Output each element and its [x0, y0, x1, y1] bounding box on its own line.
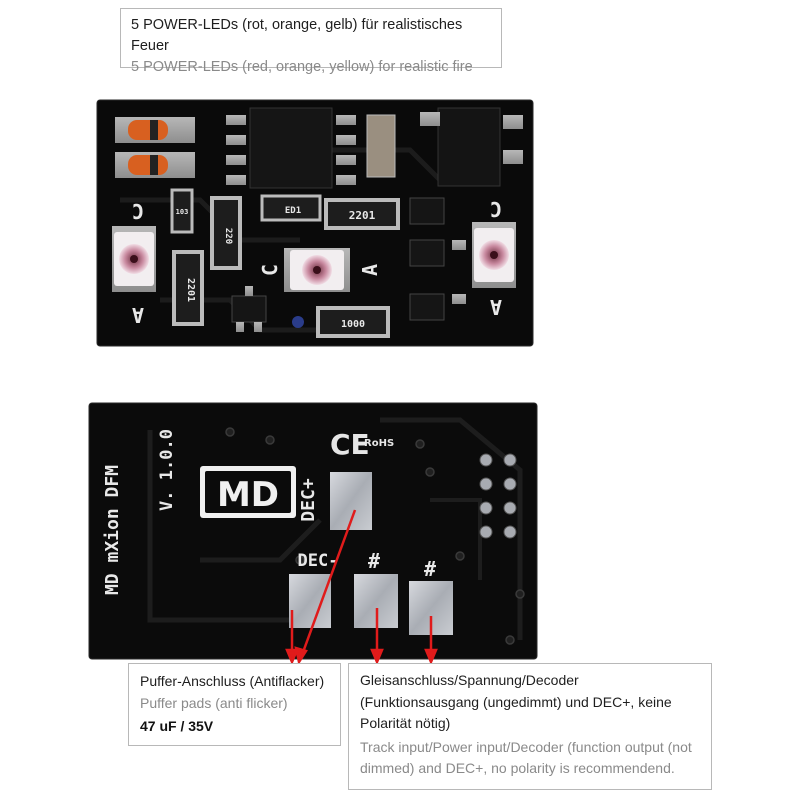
puffer-german: Puffer-Anschluss (Antiflacker) — [140, 673, 325, 689]
product-name-text: MD mXion DFM — [102, 465, 123, 595]
svg-text:MD: MD — [217, 475, 279, 515]
pcb-top-board: 103 220 ED1 2201 2201 1000 — [96, 99, 534, 347]
connector-pins — [479, 453, 517, 539]
resistor-2201-a: 2201 — [324, 198, 400, 230]
ic-chip — [226, 107, 356, 189]
pad-label-dec-minus: DEC- — [298, 551, 339, 571]
pad-label-hash-2: # — [424, 557, 436, 581]
transistor-2 — [409, 197, 466, 321]
caption-german: 5 POWER-LEDs (rot, orange, gelb) für rea… — [131, 17, 463, 54]
power-led-left — [112, 226, 156, 292]
svg-text:ED1: ED1 — [285, 206, 301, 216]
resistor-ed1: ED1 — [260, 194, 322, 222]
resistor-220: 220 — [210, 196, 242, 270]
pad-label-c1: C — [132, 199, 144, 223]
track-german: Gleisanschluss/Spannung/Decoder (Funktio… — [360, 672, 672, 731]
track-english: Track input/Power input/Decoder (functio… — [360, 738, 692, 777]
pad-dec-minus — [289, 574, 331, 628]
svg-text:2201: 2201 — [185, 278, 196, 302]
md-logo: MD — [200, 466, 296, 518]
pad-label-dec-plus: DEC+ — [298, 478, 319, 522]
diode-2 — [115, 152, 195, 178]
pad-label-a3: A — [490, 295, 502, 319]
pad-label-a2: A — [358, 264, 382, 276]
pad-label-c2: C — [258, 264, 282, 276]
transistor-1 — [231, 286, 267, 332]
diode-1 — [115, 117, 195, 143]
capacitor-value: 47 uF / 35V — [140, 718, 214, 734]
pad-label-hash-1: # — [368, 549, 380, 573]
resistor-2201-b: 2201 — [172, 250, 204, 326]
version-text: V. 1.0.0 — [157, 429, 177, 511]
voltage-regulator — [420, 107, 523, 187]
resistor-1000: 1000 — [316, 306, 390, 338]
top-caption-box: 5 POWER-LEDs (rot, orange, gelb) für rea… — [120, 8, 502, 75]
resistor-103: 103 — [170, 188, 194, 234]
power-led-right — [472, 222, 516, 288]
svg-text:1000: 1000 — [341, 319, 365, 330]
power-led-center — [284, 248, 350, 292]
pcb-bottom-board: MD MD mXion DFM V. 1.0.0 CE RoHS DEC+ DE… — [88, 402, 538, 660]
pad-label-a1: A — [132, 303, 144, 327]
svg-text:220: 220 — [223, 228, 233, 244]
caption-english: 5 POWER-LEDs (red, orange, yellow) for r… — [131, 59, 473, 75]
puffer-callout-box: Puffer-Anschluss (Antiflacker) Puffer pa… — [128, 663, 341, 746]
rohs-mark: RoHS — [364, 438, 394, 449]
via-blue — [292, 316, 304, 328]
capacitor — [366, 114, 396, 178]
puffer-english: Puffer pads (anti flicker) — [140, 695, 288, 711]
callout-arrows — [285, 509, 438, 666]
svg-text:103: 103 — [176, 208, 189, 216]
track-callout-box: Gleisanschluss/Spannung/Decoder (Funktio… — [348, 663, 712, 790]
svg-text:2201: 2201 — [349, 209, 376, 222]
pad-label-c3: C — [490, 197, 502, 221]
ce-mark: CE — [330, 428, 370, 461]
